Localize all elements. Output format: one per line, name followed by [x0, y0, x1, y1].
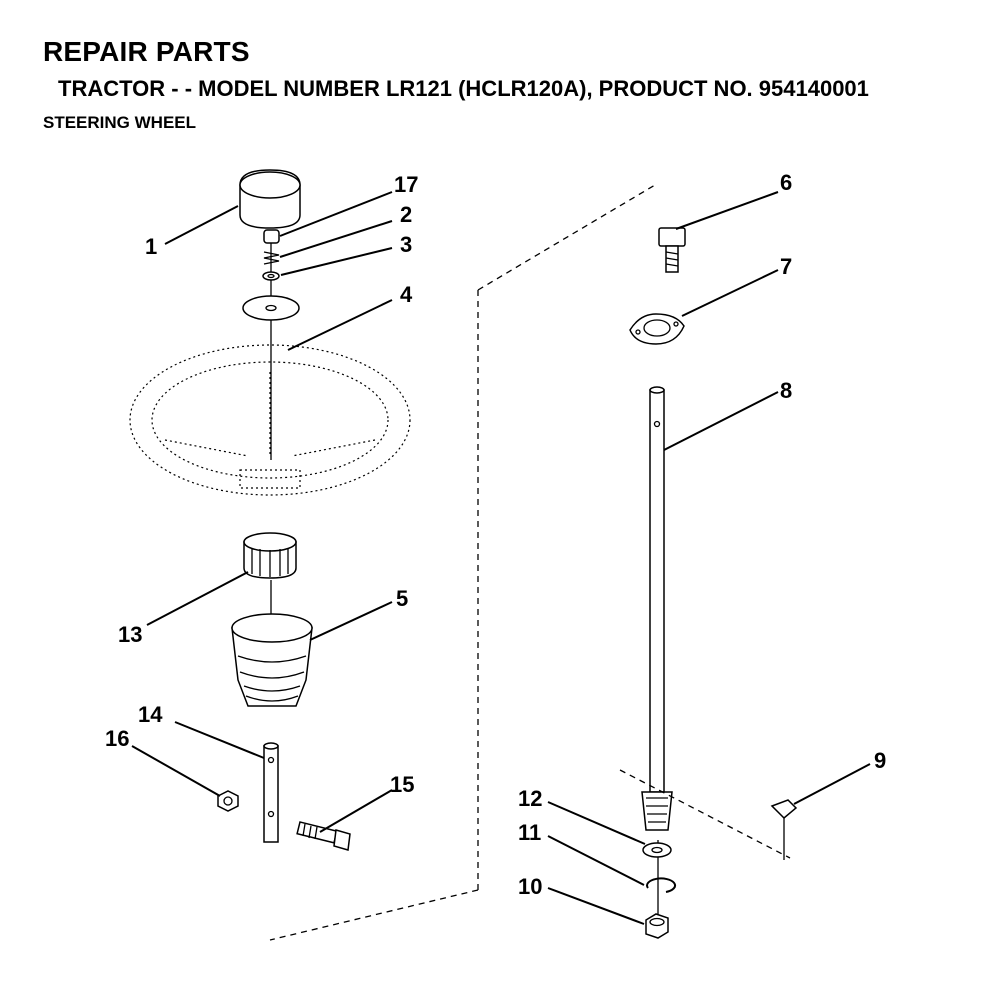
page-subtitle: TRACTOR - - MODEL NUMBER LR121 (HCLR120A…	[58, 76, 869, 101]
callout-12: 12	[518, 786, 542, 811]
callout-16: 16	[105, 726, 129, 751]
retaining-ring-icon	[646, 877, 676, 893]
steering-boot-icon	[231, 613, 313, 707]
callout-11: 11	[518, 820, 541, 845]
locknut-icon	[217, 790, 239, 812]
callout-4: 4	[400, 282, 413, 307]
steering-shaft-icon	[641, 386, 673, 831]
bolt-icon	[658, 227, 686, 273]
callout-labels: 1 2 3 4 5 6 7 8 9 10 11 12 13 14 15 16 1…	[105, 170, 886, 899]
bolt-icon	[296, 821, 351, 851]
callout-7: 7	[780, 254, 792, 279]
callout-3: 3	[400, 232, 412, 257]
callout-9: 9	[874, 748, 886, 773]
nut-icon	[645, 913, 669, 939]
callout-5: 5	[396, 586, 408, 611]
spring-icon	[263, 251, 280, 265]
callout-8: 8	[780, 378, 792, 403]
callout-6: 6	[780, 170, 792, 195]
flange-bearing-icon	[629, 313, 685, 345]
steering-wheel-icon	[129, 344, 411, 496]
callout-14: 14	[138, 702, 163, 727]
section-title: STEERING WHEEL	[43, 113, 197, 132]
page-title: REPAIR PARTS	[43, 36, 250, 67]
bracket-icon	[619, 769, 798, 860]
callout-15: 15	[390, 772, 414, 797]
insert-icon	[263, 229, 280, 244]
panel-outline	[269, 184, 656, 941]
adapter-icon	[243, 532, 297, 579]
callout-1: 1	[145, 234, 157, 259]
callout-13: 13	[118, 622, 142, 647]
washer-icon	[642, 842, 672, 858]
steering-cap-icon	[239, 169, 301, 229]
callout-2: 2	[400, 202, 412, 227]
small-washer-icon	[262, 271, 280, 281]
callout-17: 17	[394, 172, 418, 197]
shaft-extension-icon	[263, 742, 279, 843]
callout-10: 10	[518, 874, 542, 899]
leader-lines	[131, 191, 871, 925]
page-header: REPAIR PARTS TRACTOR - - MODEL NUMBER LR…	[0, 0, 1000, 150]
large-washer-icon	[242, 295, 300, 321]
